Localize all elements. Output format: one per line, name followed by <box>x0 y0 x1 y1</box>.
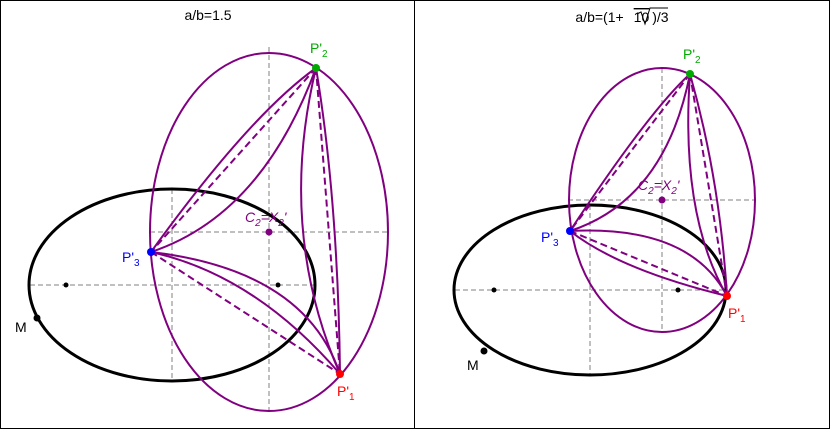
left-label-p3: P'3 <box>122 249 140 269</box>
right-focus-point-1 <box>491 287 497 293</box>
left-point-p2 <box>312 64 320 72</box>
right-point-p1 <box>723 292 731 300</box>
right-label-c2: C2=X2' <box>638 177 681 197</box>
right-label-m: M <box>467 357 479 373</box>
left-point-p3 <box>147 248 155 256</box>
left-dashed-triangle <box>150 67 341 375</box>
left-panel-title: a/b=1.5 <box>184 7 231 23</box>
right-label-p1: P'1 <box>728 305 746 325</box>
right-center-point <box>658 196 666 204</box>
left-label-c2: C2=X2' <box>245 209 288 229</box>
sqrt-symbol-icon <box>636 7 668 26</box>
left-purple-ellipse <box>149 52 389 412</box>
left-point-p1 <box>336 370 344 378</box>
right-caustic-arcs <box>569 73 728 297</box>
left-center-point <box>265 228 273 236</box>
left-label-m: M <box>15 319 27 335</box>
left-label-p1: P'1 <box>337 383 355 403</box>
left-reference-ellipse <box>27 187 317 383</box>
right-purple-ellipse <box>568 67 756 333</box>
left-panel: a/b=1.5 <box>15 7 389 412</box>
right-panel: a/b=(1+10)/3 <box>452 7 756 377</box>
right-label-p3: P'3 <box>541 229 559 249</box>
right-label-p2: P'2 <box>683 46 701 66</box>
left-label-p2: P'2 <box>310 40 328 60</box>
right-focus-point-2 <box>675 287 681 293</box>
right-point-p3 <box>566 227 574 235</box>
right-dashed-triangle <box>569 73 728 297</box>
right-panel-title: a/b=(1+10)/3 <box>575 9 668 25</box>
left-focus-point-1 <box>63 282 69 288</box>
right-point-p2 <box>686 70 694 78</box>
right-point-m <box>480 347 488 355</box>
left-panel-frame <box>0 0 415 429</box>
left-focus-point-2 <box>275 282 281 288</box>
left-point-m <box>33 314 41 322</box>
left-caustic-arcs <box>150 67 341 375</box>
